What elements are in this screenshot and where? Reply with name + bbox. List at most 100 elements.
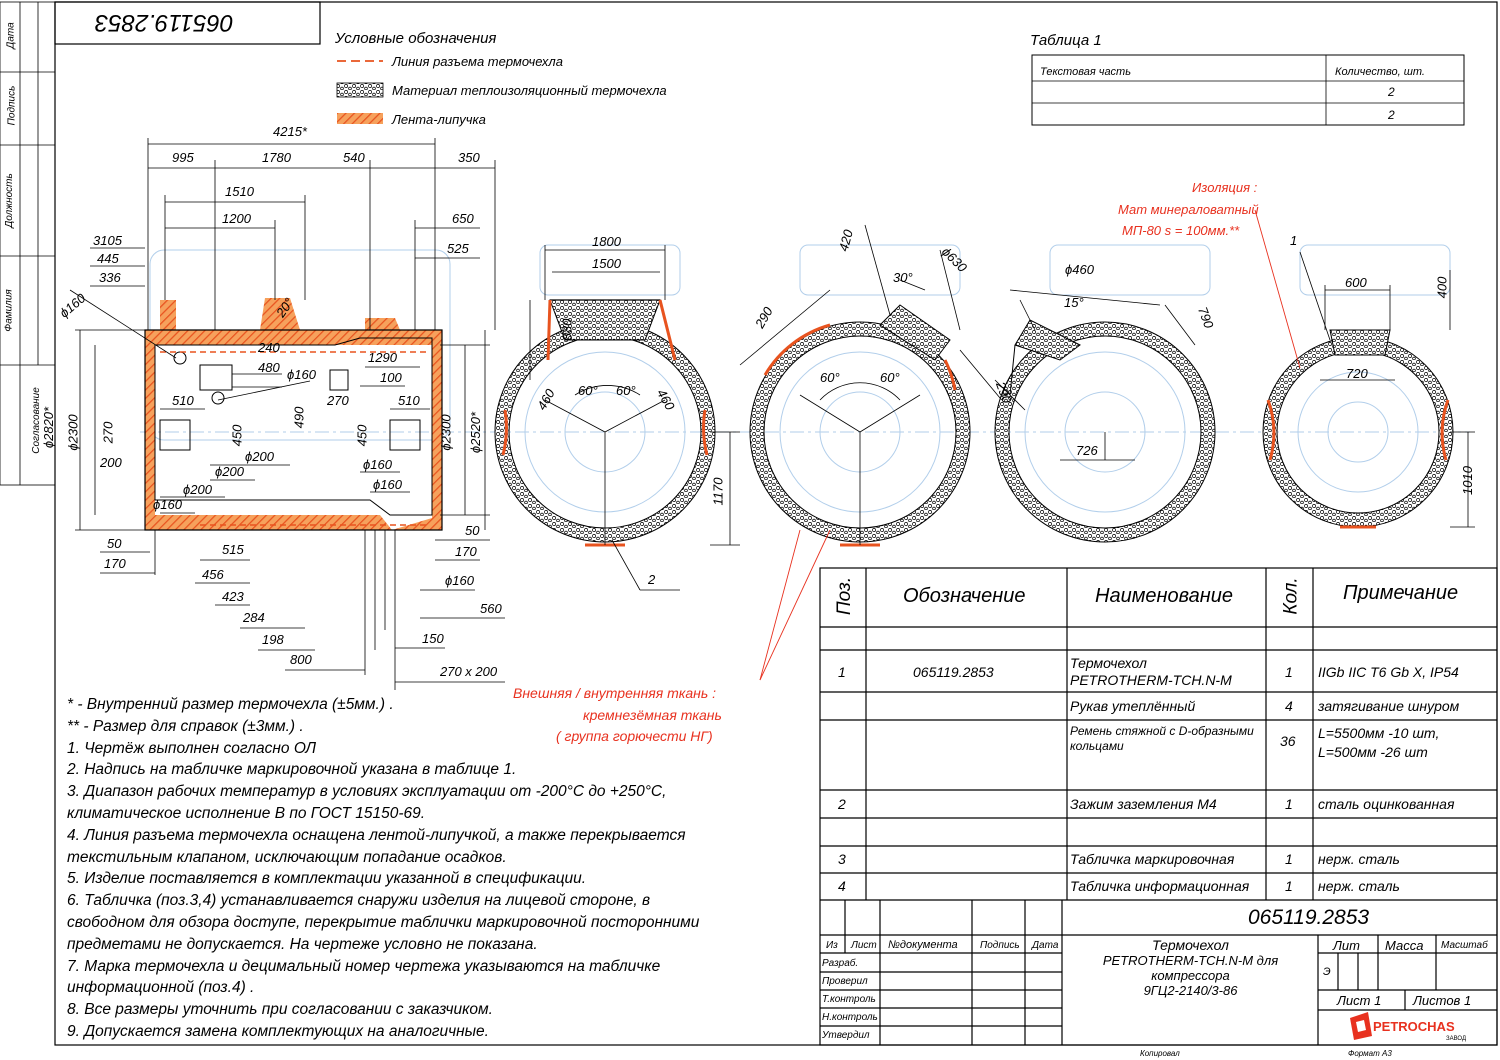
note-line: * - Внутренний размер термочехла (±5мм.)…	[67, 696, 394, 713]
dim-d2520: ϕ2520*	[468, 411, 484, 454]
spec-row-note: L=5500мм -10 шт, L=500мм -26 шт	[1318, 725, 1440, 760]
tb-product-name: Термочехол PETROTHERM-TCH.N-M для компре…	[1068, 938, 1313, 999]
dim-60deg-a: 60°	[578, 383, 598, 398]
dim-540: 540	[343, 150, 365, 165]
dim-3105: 3105	[93, 233, 122, 248]
fabric-note-2: кремнезёмная ткань	[583, 707, 722, 723]
insulation-note-3: МП-80 s = 100мм.**	[1122, 223, 1240, 238]
dim-1780: 1780	[262, 150, 291, 165]
footer-copied: Копировал	[1140, 1049, 1180, 1058]
note-line: ** - Размер для справок (±3мм.) .	[67, 717, 304, 735]
dim-400: 400	[1434, 276, 1450, 299]
petrochas-logo-mark	[1350, 1012, 1372, 1040]
dim-d160-c: ϕ160	[363, 457, 392, 472]
tb-col-date: Дата	[1032, 940, 1059, 951]
spec-row-name: Зажим заземления М4	[1070, 796, 1217, 812]
dim-560: 560	[480, 601, 502, 616]
spec-row-note: затягивание шнуром	[1318, 698, 1460, 714]
dim-450-a: 450	[229, 424, 245, 447]
dim-510-a: 510	[172, 393, 194, 408]
dim-d2300-a: ϕ2300	[65, 414, 81, 451]
dim-170-a: 170	[104, 556, 126, 571]
spec-header-pos: Поз.	[834, 576, 856, 616]
tb-name-line: 9ГЦ2-2140/3-86	[1143, 983, 1238, 998]
dim-525: 525	[447, 241, 469, 256]
spec-header-designation: Обозначение	[903, 585, 1026, 607]
tb-name-line: компрессора	[1151, 968, 1230, 983]
tb-role-dev: Разраб.	[822, 958, 859, 969]
dim-60deg-b: 60°	[616, 383, 636, 398]
dim-50-b: 50	[465, 523, 480, 538]
spec-row-note: сталь оцинкованная	[1318, 796, 1455, 812]
table1-row1-qty: 2	[1388, 85, 1395, 99]
spec-row-name: Рукав утеплённый	[1070, 698, 1196, 714]
dim-d160-d: ϕ160	[373, 477, 402, 492]
dim-350: 350	[458, 150, 480, 165]
spec-row-qty: 1	[1285, 851, 1293, 867]
spec-row-note: нерж. сталь	[1318, 878, 1400, 894]
note-line: свободном для обзора доступе, перекрытие…	[67, 913, 700, 931]
dim-50-a: 50	[107, 536, 122, 551]
dim-d160-b: ϕ160	[287, 367, 316, 382]
note-line: 2. Надпись на табличке маркировочной ука…	[67, 761, 517, 779]
tb-role-check: Проверил	[822, 976, 868, 987]
insulation-note-2: Мат минераловатный	[1118, 202, 1259, 217]
dim-450-b: 450	[354, 424, 370, 447]
top-stamp-number: 065119.2853	[95, 9, 234, 36]
side-label-position: Должность	[3, 173, 15, 228]
dim-1170: 1170	[710, 477, 726, 506]
table1-title: Таблица 1	[1030, 32, 1102, 49]
spec-row-name: Термочехол PETROTHERM-TCH.N-M	[1070, 655, 1232, 688]
side-label-signature: Подпись	[6, 85, 18, 126]
spec-row-note: нерж. сталь	[1318, 851, 1400, 867]
note-line: климатическое исполнение В по ГОСТ 15150…	[67, 804, 426, 822]
dim-600: 600	[1345, 275, 1367, 290]
spec-header-name: Наименование	[1095, 585, 1234, 607]
dim-15deg: 15°	[1064, 295, 1084, 310]
tb-logo-text: PETROCHAS	[1373, 1019, 1455, 1034]
spec-header-qty: Кол.	[1280, 577, 1302, 615]
dim-800: 800	[290, 652, 312, 667]
legend-item-split-line: Линия разъема термочехла	[392, 54, 563, 69]
dim-1500: 1500	[592, 256, 621, 271]
dim-150: 150	[422, 631, 444, 646]
spec-row-designation: 065119.2853	[913, 664, 994, 680]
dim-423: 423	[222, 589, 244, 604]
note-line: 6. Табличка (поз.3,4) устанавливается сн…	[67, 892, 651, 910]
dim-d460-c: ϕ460	[1065, 262, 1094, 277]
dim-d200-d: ϕ200	[183, 482, 212, 497]
tb-lit-value: Э	[1323, 966, 1331, 978]
dim-270-a: 270	[327, 393, 349, 408]
tb-col-iz: Из	[826, 940, 838, 951]
dim-995: 995	[172, 150, 194, 165]
dim-480: 480	[258, 360, 280, 375]
dim-100: 100	[380, 370, 402, 385]
dim-336: 336	[99, 270, 121, 285]
spec-row-qty: 4	[1285, 698, 1293, 714]
spec-row-name: Табличка информационная	[1070, 878, 1250, 894]
side-label-date: Дата	[5, 22, 17, 49]
dim-d200-c: ϕ200	[215, 464, 244, 479]
spec-row-pos: 3	[838, 851, 846, 867]
dim-510-b: 510	[398, 393, 420, 408]
dim-1800: 1800	[592, 234, 621, 249]
dim-445: 445	[97, 251, 119, 266]
note-line: информационной (поз.4) .	[67, 979, 255, 997]
dim-170-b: 170	[455, 544, 477, 559]
spec-row-qty: 1	[1285, 878, 1293, 894]
dim-270-b: 270	[100, 421, 116, 444]
note-line: 5. Изделие поставляется в комплектации у…	[67, 870, 587, 888]
note-line: текстильным клапаном, исключающим попада…	[67, 848, 507, 866]
table1-row2-qty: 2	[1388, 108, 1395, 122]
dim-726: 726	[1076, 443, 1098, 458]
tb-scale: Масштаб	[1441, 940, 1488, 951]
dim-200-a: 200	[100, 455, 122, 470]
dim-198: 198	[262, 632, 284, 647]
spec-row-pos: 2	[838, 796, 846, 812]
dim-d200-b: ϕ200	[245, 449, 274, 464]
dim-d2820: ϕ2820*	[41, 406, 57, 449]
table1-header-qty: Количество, шт.	[1335, 66, 1425, 78]
legend-item-insulation: Материал теплоизоляционный термочехла	[392, 83, 667, 98]
tb-col-sign: Подпись	[980, 940, 1020, 951]
dim-1200: 1200	[222, 211, 251, 226]
